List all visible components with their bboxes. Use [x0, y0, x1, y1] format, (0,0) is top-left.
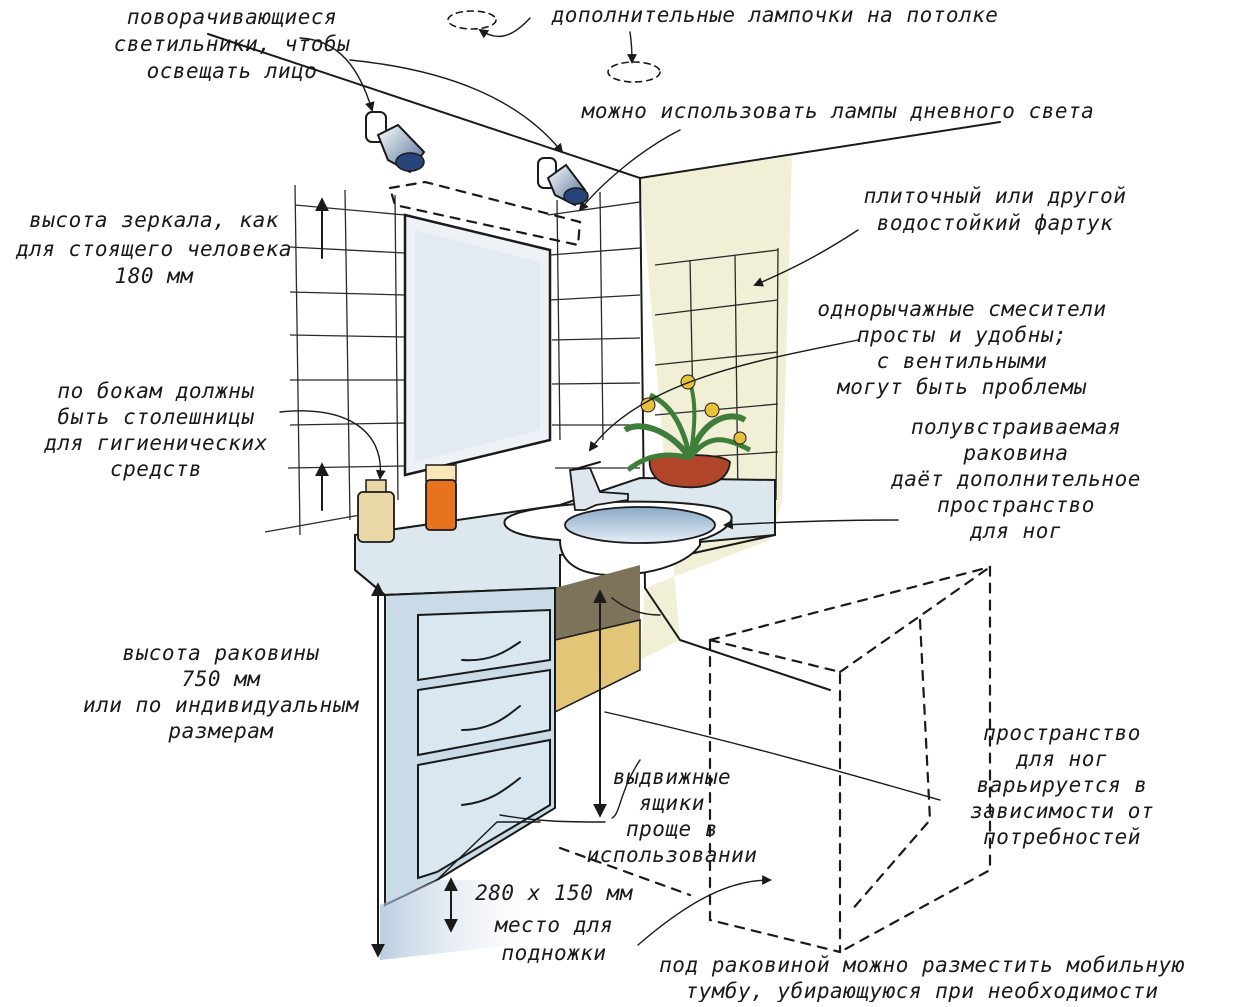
ceiling-lamp-icon: [607, 61, 661, 83]
vanity: [354, 374, 776, 597]
label-line: или по индивидуальным: [83, 693, 360, 717]
label-line: для гигиенических: [43, 431, 267, 455]
label-line: для ног: [969, 519, 1062, 543]
label-line: варьируется в: [977, 773, 1148, 797]
label-line: быть столешницы: [57, 405, 254, 429]
label-line: пространство: [983, 721, 1141, 745]
label-line: можно использовать лампы дневного света: [581, 99, 1095, 123]
label-line: пространство: [937, 493, 1095, 517]
label-line: выдвижные: [613, 765, 731, 789]
label-line: с вентильными: [877, 349, 1048, 373]
cabinet: [380, 565, 641, 960]
label-line: однорычажные смесители: [817, 297, 1106, 321]
label-line: средств: [110, 457, 202, 481]
mirror-icon: [403, 213, 552, 477]
label-footrest: 280 х 150 мм место для подножки: [475, 881, 634, 965]
ceiling-lamp-icon: [447, 10, 497, 30]
label-line: даёт дополнительное: [890, 467, 1141, 491]
bottle-icon: [425, 464, 457, 531]
label-line: для ног: [1015, 747, 1108, 771]
label-mixers: однорычажные смесители просты и удобны; …: [817, 297, 1106, 399]
label-line: использовании: [587, 843, 758, 867]
bottle-icon: [357, 479, 395, 543]
faucet-icon: [568, 461, 629, 511]
label-line: дополнительные лампочки на потолке: [551, 3, 999, 27]
label-line: для стоящего человека: [15, 237, 292, 261]
label-line: подножки: [501, 941, 606, 965]
label-side-counters: по бокам должны быть столешницы для гиги…: [43, 379, 267, 481]
label-line: по бокам должны: [57, 379, 254, 403]
label-drawers: выдвижные ящики проще в использовании: [587, 765, 758, 867]
label-line: высота зеркала, как: [29, 208, 279, 232]
label-leg-space: пространство для ног варьируется в завис…: [970, 721, 1154, 849]
wall-lamp-icon: [537, 157, 589, 207]
label-line: поворачивающиеся: [127, 5, 337, 29]
label-tile-apron: плиточный или другой водостойкий фартук: [864, 184, 1127, 235]
mobile-cabinet-outline: [558, 565, 992, 954]
daylight-lamp-box: [388, 180, 582, 247]
label-ceiling-lamps: дополнительные лампочки на потолке: [551, 3, 999, 27]
label-line: проще в: [626, 817, 718, 841]
label-line: 180 мм: [115, 264, 195, 288]
plant-icon: [623, 374, 752, 489]
label-line: плиточный или другой: [864, 184, 1127, 208]
label-line: могут быть проблемы: [836, 375, 1087, 399]
label-line: 280 х 150 мм: [475, 881, 634, 905]
lighting: [365, 10, 661, 247]
label-line: 750 мм: [182, 667, 262, 691]
dimension-arrows: [315, 197, 607, 958]
label-line: ящики: [639, 791, 705, 815]
label-line: место для: [494, 913, 613, 937]
label-line: размерам: [167, 719, 274, 743]
label-line: под раковиной можно разместить мобильную: [659, 953, 1185, 977]
sink-icon: [503, 500, 733, 577]
label-line: зависимости от: [970, 799, 1154, 823]
back-wall-tiles: [264, 184, 641, 536]
label-line: водостойкий фартук: [877, 211, 1114, 235]
label-mirror-height: высота зеркала, как для стоящего человек…: [15, 208, 292, 288]
label-line: просты и удобны;: [857, 323, 1067, 347]
label-line: освещать лицо: [147, 59, 318, 83]
label-line: полувстраиваемая: [911, 415, 1121, 439]
label-daylight-lamps: можно использовать лампы дневного света: [581, 99, 1095, 123]
label-line: светильники, чтобы: [114, 32, 351, 56]
label-semi-builtin-sink: полувстраиваемая раковина даёт дополните…: [890, 415, 1141, 543]
label-line: высота раковины: [122, 641, 319, 665]
label-line: потребностей: [983, 825, 1141, 849]
label-mobile-cabinet: под раковиной можно разместить мобильную…: [659, 953, 1185, 1003]
leader-lines: [279, 17, 941, 946]
label-line: раковина: [962, 441, 1068, 465]
label-line: тумбу, убирающуюся при необходимости: [685, 979, 1158, 1002]
wall-lamp-icon: [365, 111, 426, 174]
label-sink-height: высота раковины 750 мм или по индивидуал…: [83, 641, 360, 743]
label-rotating-lamps: поворачивающиеся светильники, чтобы осве…: [114, 5, 351, 83]
